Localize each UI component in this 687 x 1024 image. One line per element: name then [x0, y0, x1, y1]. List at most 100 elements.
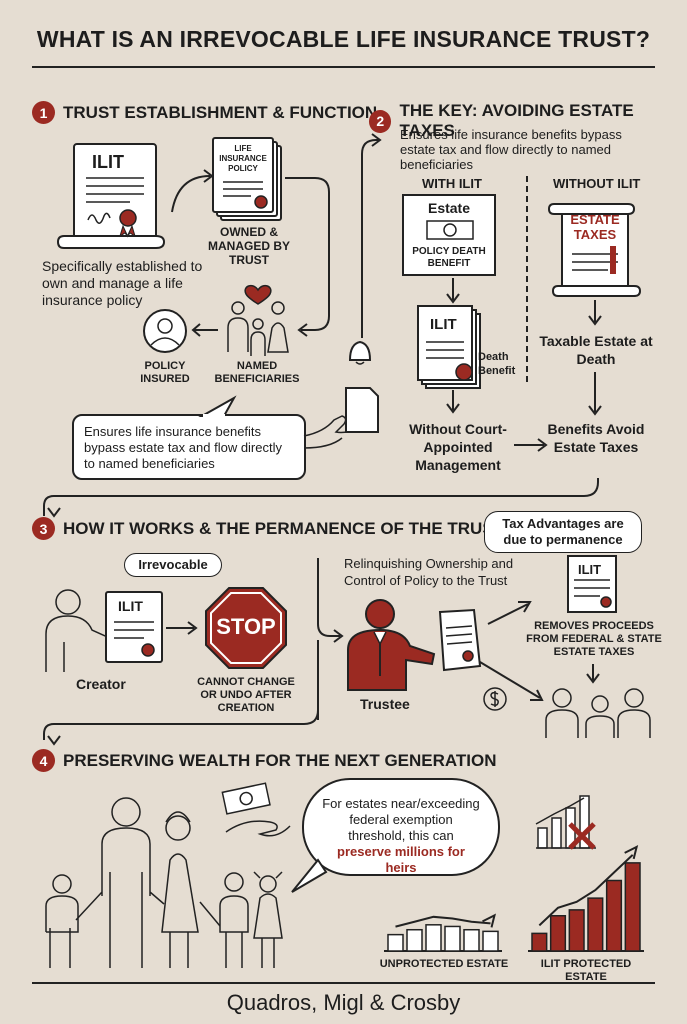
s3-ilit-document-icon: [105, 591, 163, 663]
section-4-heading: 4 PRESERVING WEALTH FOR THE NEXT GENERAT…: [32, 749, 497, 772]
without-court-label: Without Court-Appointed Management: [409, 421, 507, 473]
chart-trend-line: [538, 854, 634, 927]
ilit-stack-icon: [417, 305, 481, 389]
s4-speech-bubble: For estates near/exceeding federal exemp…: [302, 778, 500, 876]
chart-bar: [463, 928, 480, 952]
section-3-heading: 3 HOW IT WORKS & THE PERMANENCE OF THE T…: [32, 517, 504, 540]
tax-advantages-pill: Tax Advantages are due to permanence: [484, 511, 642, 553]
s4-bubble-tail: [291, 858, 328, 893]
removes-ilit-doc-label: ILIT: [578, 562, 602, 577]
ilit-document-icon: [56, 143, 166, 249]
bell-icon: [348, 340, 372, 365]
policy-insured-label: POLICY INSURED: [140, 360, 190, 385]
chart-bar: [387, 933, 404, 952]
s4-bubble-highlight: preserve millions for heirs: [337, 844, 465, 875]
title-divider: [32, 66, 655, 68]
removes-ilit-document-icon: [567, 555, 617, 613]
with-ilit-label: WITH ILIT: [422, 176, 482, 191]
cash-in-hand-icon: [221, 782, 291, 837]
chart-bar: [587, 897, 604, 952]
dollar-coin-icon: [483, 687, 507, 711]
policy-insured-person-icon: [143, 309, 187, 353]
section-2-title: THE KEY: AVOIDING ESTATE TAXES: [399, 101, 634, 140]
arrow-taxable-down-icon: [588, 372, 602, 416]
creator-label: Creator: [76, 676, 126, 692]
policy-doc-label: LIFE INSURANCE POLICY: [219, 144, 267, 173]
section-4-title: PRESERVING WEALTH FOR THE NEXT GENERATIO…: [63, 750, 497, 770]
chart-bar: [624, 862, 641, 952]
estate-taxes-document-icon: [547, 203, 642, 297]
arrow-to-insured-icon: [191, 323, 218, 337]
unprotected-estate-chart: [384, 913, 502, 952]
owned-managed-caption: OWNED & MANAGED BY TRUST: [207, 225, 290, 267]
section-3-number: 3: [32, 517, 55, 540]
s1-description: Specifically established to own and mana…: [42, 258, 203, 308]
chart-trend-line: [395, 915, 491, 928]
arrow-trustee-to-heirs-icon: [479, 661, 544, 701]
taxable-estate-label: Taxable Estate at Death: [539, 333, 653, 367]
section-2-heading: 2 THE KEY: AVOIDING ESTATE TAXES: [369, 101, 687, 141]
chart-bar: [406, 928, 423, 952]
life-insurance-policy-icon: [212, 137, 282, 221]
s1-speech-bubble: Ensures life insurance benefits bypass e…: [72, 414, 306, 480]
estate-taxes-doc-label: ESTATE TAXES: [570, 212, 620, 242]
removes-proceeds-caption: REMOVES PROCEEDS FROM FEDERAL & STATE ES…: [526, 620, 662, 658]
arrow-to-section-3-icon: [43, 478, 599, 518]
ilit-doc-label: ILIT: [92, 152, 124, 172]
protected-estate-label: ILIT PROTECTED ESTATE: [540, 958, 632, 983]
hand-passing-document-icon: [303, 387, 379, 449]
without-ilit-label: WITHOUT ILIT: [553, 176, 641, 191]
chart-trend-arrowhead: [482, 913, 496, 928]
cash-icon: [426, 220, 474, 240]
arrow-taxes-down-icon: [588, 300, 602, 326]
unprotected-estate-label: UNPROTECTED ESTATE: [379, 958, 509, 970]
trustee-label: Trustee: [360, 696, 410, 712]
chart-bar: [482, 930, 499, 952]
chart-bar: [549, 915, 567, 952]
stop-sign-icon: [205, 587, 287, 669]
family-icon: [227, 284, 289, 356]
comparison-divider: [526, 176, 528, 382]
section-4-number: 4: [32, 749, 55, 772]
heirs-group-icon: [545, 688, 651, 738]
crossed-growth-chart-icon: [535, 795, 596, 850]
benefits-avoid-label: Benefits Avoid Estate Taxes: [547, 421, 645, 455]
trustee-document-icon: [438, 608, 482, 672]
footer-company: Quadros, Migl & Crosby: [226, 990, 461, 1015]
arrow-trustee-to-ilit-icon: [487, 601, 532, 625]
arrow-to-section-4-icon: [43, 700, 319, 746]
creator-person-icon: [45, 589, 115, 672]
arrow-estate-to-ilit-icon: [446, 278, 460, 304]
arrow-ilit-down-icon: [446, 390, 460, 414]
named-beneficiaries-label: NAMED BENEFICIARIES: [214, 360, 300, 385]
stop-sign-text: STOP: [216, 614, 276, 639]
chart-bar: [425, 924, 442, 952]
s3-ilit-doc-label: ILIT: [118, 598, 143, 614]
section-1-heading: 1 TRUST ESTABLISHMENT & FUNCTION: [32, 101, 377, 124]
section-1-number: 1: [32, 101, 55, 124]
s4-bubble-text: For estates near/exceeding federal exemp…: [322, 796, 480, 843]
irrevocable-pill: Irrevocable: [124, 553, 222, 577]
s2-ilit-doc-label: ILIT: [430, 316, 457, 333]
arrow-removes-down-icon: [586, 664, 600, 684]
arrow-to-stop-icon: [166, 621, 198, 635]
arrow-policy-to-beneficiaries-icon: [285, 177, 330, 337]
relinquish-text: Relinquishing Ownership and Control of P…: [344, 556, 514, 588]
s1-bubble-tail: [198, 395, 237, 419]
cannot-change-caption: CANNOT CHANGE OR UNDO AFTER CREATION: [197, 676, 295, 714]
estate-box-caption: POLICY DEATH BENEFIT: [412, 246, 486, 269]
page-title: WHAT IS AN IRREVOCABLE LIFE INSURANCE TR…: [36, 26, 651, 52]
chart-bar: [605, 879, 623, 952]
trustee-person-icon: [347, 599, 436, 691]
death-benefit-label: Death Benefit: [478, 351, 516, 377]
arrow-court-to-benefits-icon: [514, 438, 548, 452]
section-2-number: 2: [369, 109, 392, 133]
s1-bubble-text: Ensures life insurance benefits bypass e…: [84, 424, 282, 471]
section-3-title: HOW IT WORKS & THE PERMANENCE OF THE TRU…: [63, 518, 505, 538]
family-generation-icon: [45, 797, 283, 968]
chart-bar: [568, 909, 585, 952]
s2-subtitle: Ensures life insurance benefits bypass e…: [400, 127, 622, 172]
chart-trend-arrowhead: [624, 845, 639, 860]
chart-bar: [444, 925, 461, 952]
estate-box-title: Estate: [427, 200, 471, 216]
